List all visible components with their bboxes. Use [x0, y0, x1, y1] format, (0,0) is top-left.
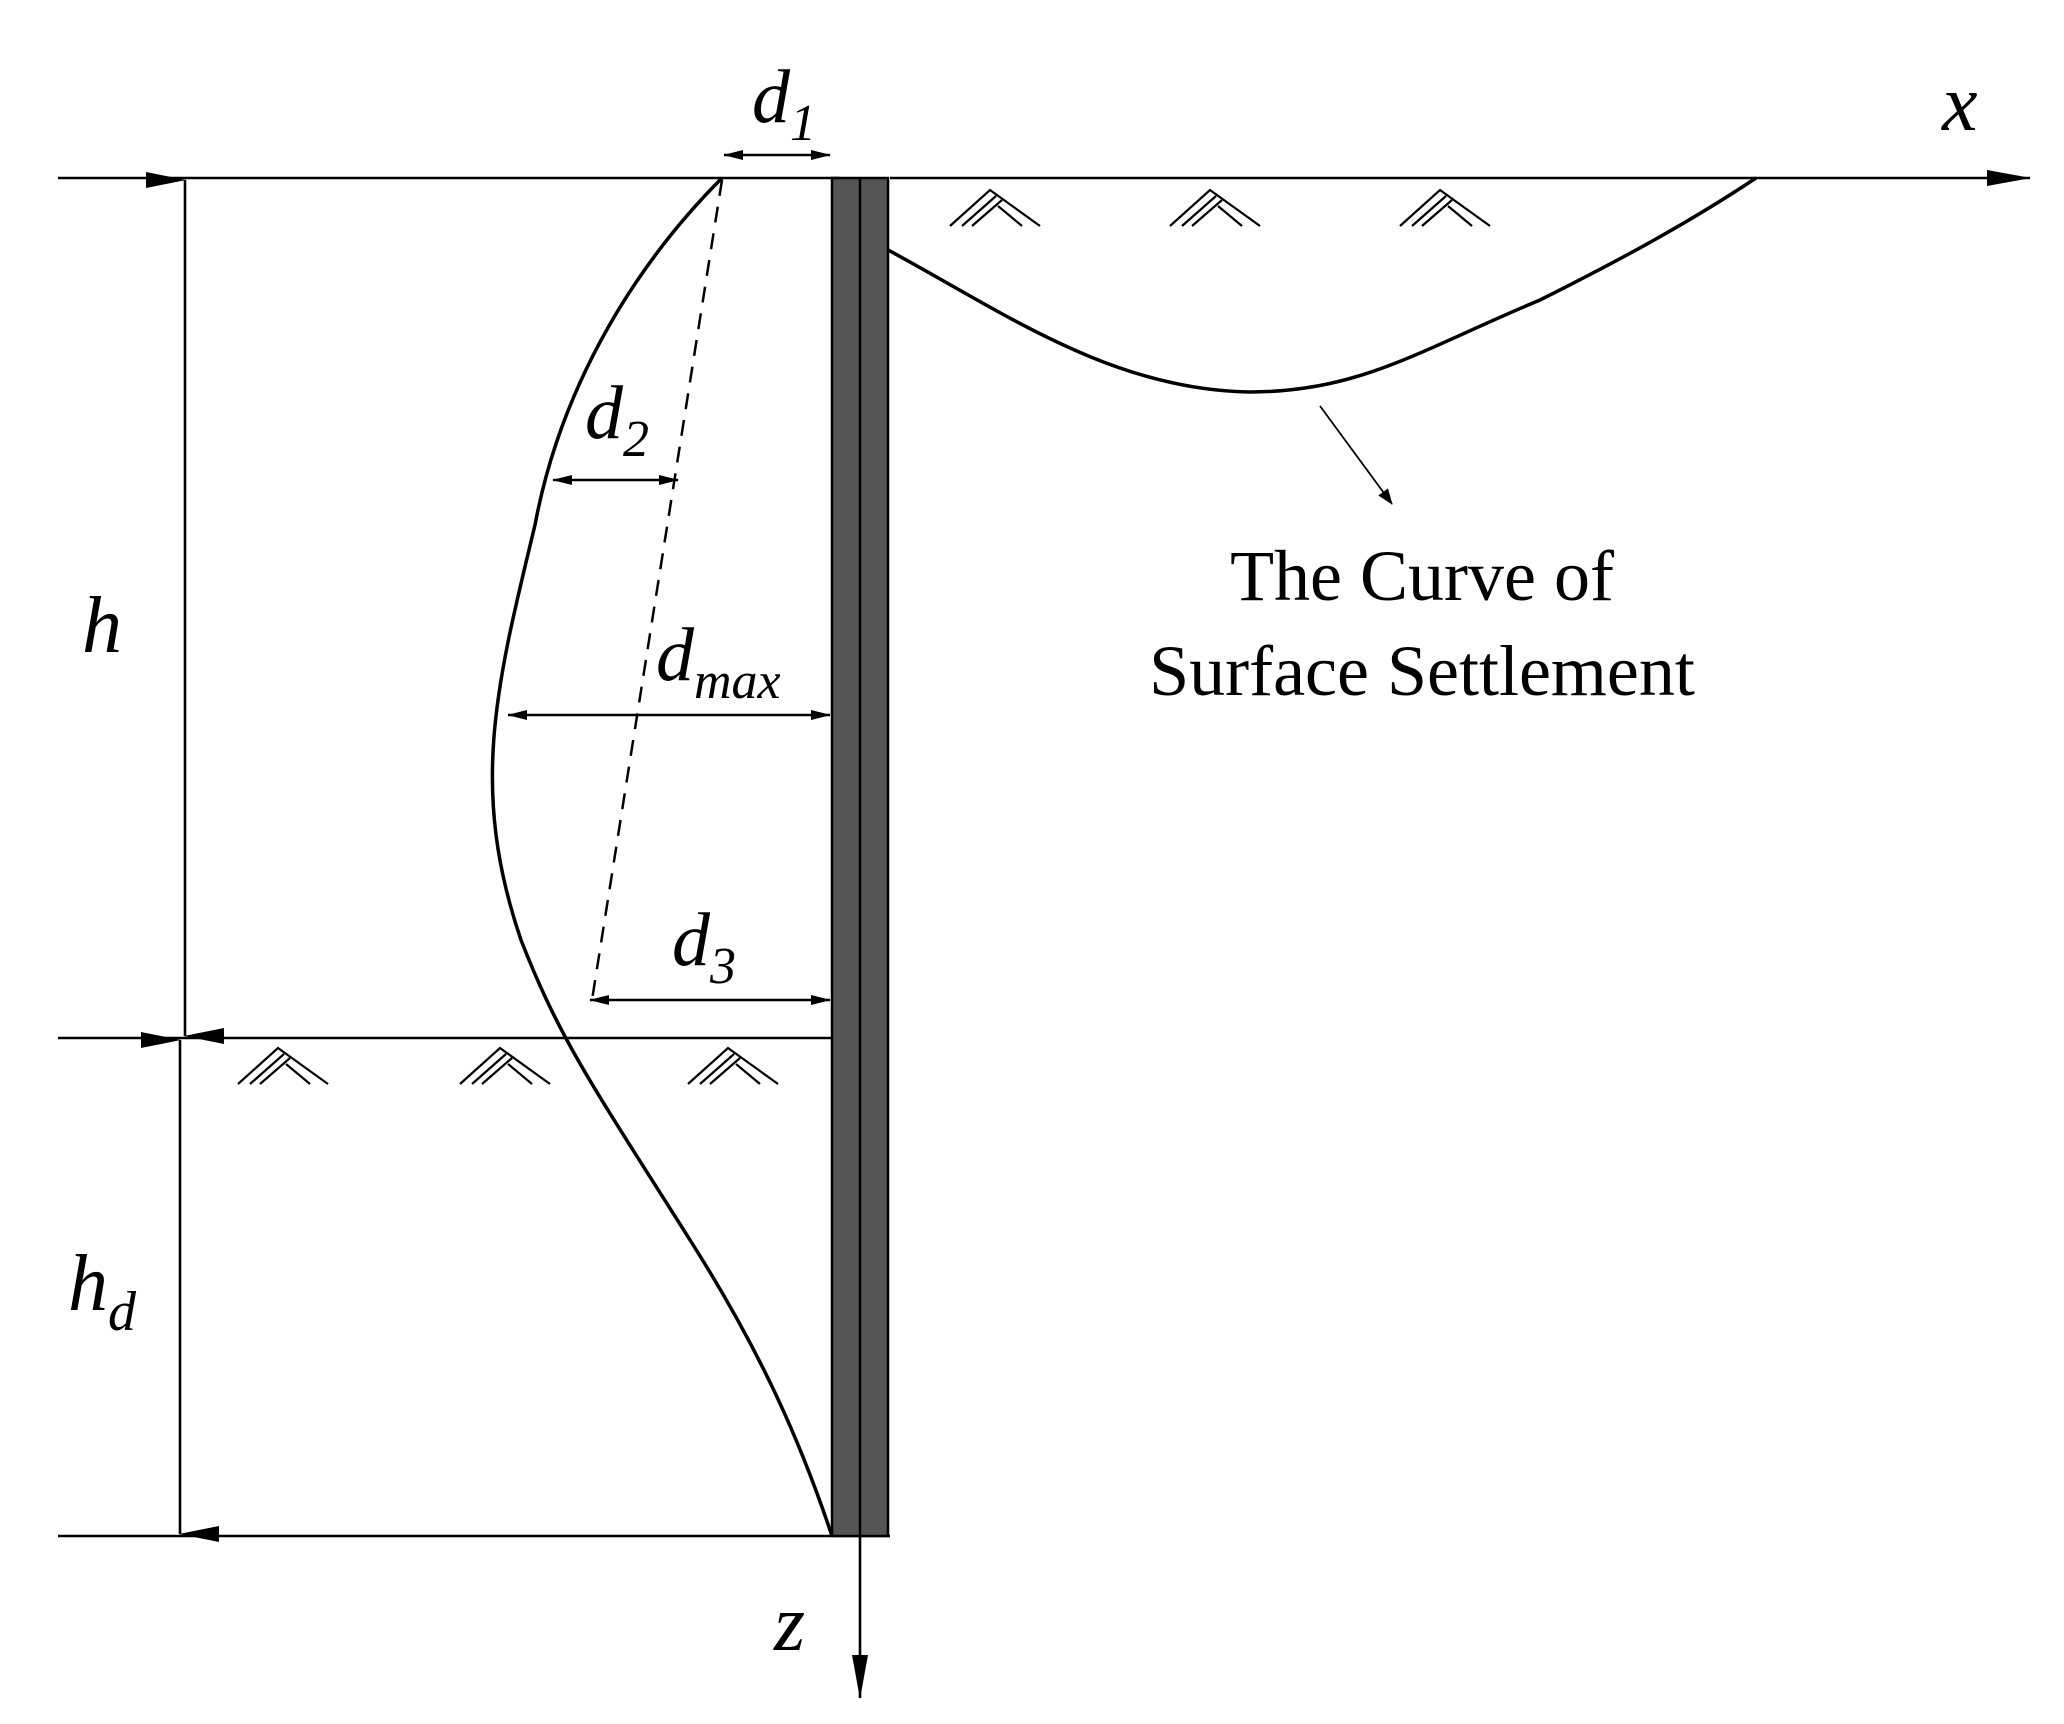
label-dmax: dmax: [656, 613, 781, 710]
surface-settlement-curve: [887, 176, 1757, 394]
settlement-leader-line: [1319, 405, 1393, 505]
soil-hatch-symbol: [1399, 188, 1491, 227]
settlement-curve-label-line1: The Curve of: [1230, 536, 1614, 616]
wall-deflection-curve: [490, 176, 834, 1537]
label-d1: d1: [752, 55, 816, 152]
soil-hatch-symbol: [1169, 188, 1261, 227]
settlement-curve-label-line2: Surface Settlement: [1149, 631, 1695, 711]
label-hd: hd: [68, 1240, 137, 1343]
soil-hatch-symbols-surface: [949, 188, 1491, 227]
label-z-axis: z: [773, 1580, 805, 1668]
soil-hatch-symbol: [237, 1046, 329, 1085]
dashed-reference-line: [590, 179, 724, 1001]
label-d3: d3: [672, 898, 736, 995]
soil-hatch-symbol: [949, 188, 1041, 227]
soil-hatch-symbol: [459, 1046, 551, 1085]
label-d2: d2: [585, 371, 649, 468]
retaining-wall: [830, 176, 890, 1538]
label-h: h: [82, 582, 122, 670]
soil-hatch-symbol: [687, 1046, 779, 1085]
label-x-axis: x: [1941, 60, 1978, 148]
soil-hatch-symbols-base: [237, 1046, 779, 1085]
